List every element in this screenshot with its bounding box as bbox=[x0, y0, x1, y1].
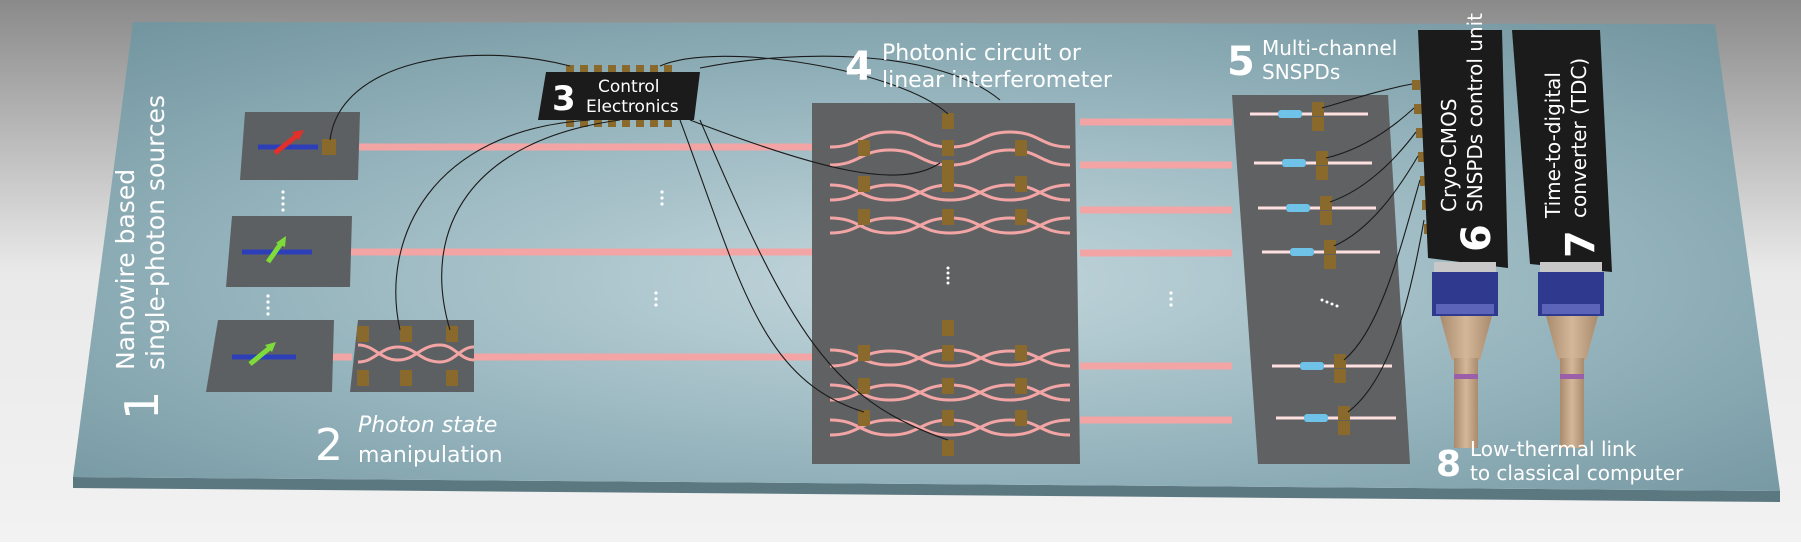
tdc-unit bbox=[1512, 30, 1612, 272]
label-4-line2: linear interferometer bbox=[882, 68, 1113, 93]
polarization-arrow-2 bbox=[265, 240, 285, 264]
label-7-number: 7 bbox=[1558, 230, 1604, 258]
label-8-link: 8 Low-thermal link to classical computer bbox=[1436, 437, 1684, 485]
label-5-number: 5 bbox=[1227, 39, 1255, 85]
label-2-line2: manipulation bbox=[358, 443, 503, 468]
label-6-line2: SNSPDs control unit bbox=[1463, 13, 1487, 212]
label-2-line1: Photon state bbox=[358, 413, 497, 438]
label-7-line1: Time-to-digital bbox=[1541, 72, 1565, 219]
waveguides bbox=[340, 118, 1232, 424]
source-chip-3 bbox=[206, 320, 334, 392]
label-6-line1: Cryo-CMOS bbox=[1437, 98, 1461, 212]
photonic-circuit-chip bbox=[812, 103, 1080, 464]
label-7-tdc: 7 Time-to-digital converter (TDC) bbox=[1541, 58, 1604, 258]
bond-wires bbox=[329, 54, 1425, 441]
label-1-line2: single-photon sources bbox=[141, 95, 170, 370]
polarization-arrow-3 bbox=[248, 344, 274, 366]
label-5-line2: SNSPDs bbox=[1262, 60, 1340, 84]
snspd-chip bbox=[1232, 95, 1410, 464]
control-electronics-box bbox=[538, 65, 700, 127]
low-thermal-link-cable-1 bbox=[1432, 262, 1498, 448]
label-2-manipulation: 2 Photon state manipulation bbox=[315, 413, 503, 471]
cryo-cmos-unit bbox=[1412, 30, 1508, 268]
source-chip-2 bbox=[226, 216, 352, 287]
label-4-line1: Photonic circuit or bbox=[882, 41, 1082, 66]
label-6-cmos: 6 Cryo-CMOS SNSPDs control unit bbox=[1437, 13, 1500, 252]
bond-pad bbox=[322, 139, 336, 155]
low-thermal-link-cable-2 bbox=[1538, 262, 1604, 448]
label-3-line1: Control bbox=[598, 77, 659, 97]
label-1-line1: Nanowire based bbox=[111, 169, 140, 370]
label-7-line2: converter (TDC) bbox=[1567, 58, 1591, 218]
vertical-ellipsis-sources bbox=[266, 190, 285, 316]
source-chip-1 bbox=[240, 112, 360, 180]
label-2-number: 2 bbox=[315, 420, 343, 471]
board-edge bbox=[73, 477, 1780, 502]
label-6-number: 6 bbox=[1454, 224, 1500, 252]
label-4-circuit: 4 Photonic circuit or linear interferome… bbox=[845, 41, 1113, 93]
photon-state-manipulation-chip bbox=[350, 320, 475, 392]
label-3-number: 3 bbox=[552, 79, 576, 119]
label-4-number: 4 bbox=[845, 44, 873, 90]
label-8-line2: to classical computer bbox=[1470, 461, 1684, 485]
label-5-detectors: 5 Multi-channel SNSPDs bbox=[1227, 36, 1397, 85]
label-3-line2: Electronics bbox=[586, 97, 679, 117]
label-1-number: 1 bbox=[115, 391, 169, 420]
label-3-control: 3 Control Electronics bbox=[552, 77, 679, 119]
label-8-line1: Low-thermal link bbox=[1470, 437, 1637, 461]
label-1-sources: 1 Nanowire based single-photon sources bbox=[111, 95, 170, 420]
label-8-number: 8 bbox=[1436, 444, 1461, 485]
vertical-ellipsis-waveguides bbox=[654, 190, 1173, 307]
label-5-line1: Multi-channel bbox=[1262, 36, 1397, 60]
